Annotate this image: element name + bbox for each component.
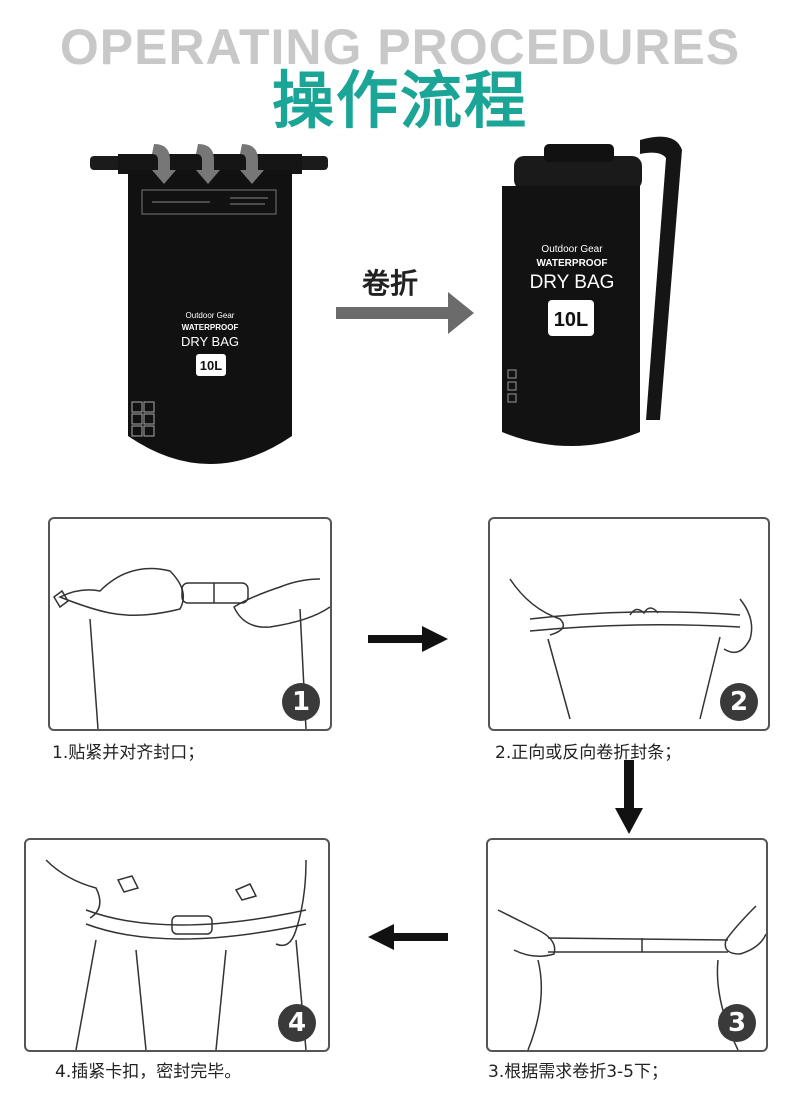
rolled-capacity: 10L	[554, 309, 588, 331]
step-1-caption: 1.贴紧并对齐封口；	[52, 743, 205, 763]
arrow-left-icon	[368, 924, 448, 950]
step-2-number-badge: 2	[720, 683, 758, 721]
flat-dry-bag: DRY BAG	[181, 334, 239, 349]
step-1-panel: 1	[48, 517, 332, 731]
step-3-number-badge: 3	[718, 1004, 756, 1042]
roll-step-label: 卷折	[362, 267, 419, 300]
step-4-illustration	[45, 859, 307, 1050]
english-title: OPERATING PROCEDURES	[59, 19, 741, 75]
step-4-caption: 4.插紧卡扣，密封完毕。	[55, 1062, 242, 1082]
step-2-panel: 2	[488, 517, 770, 731]
arrow-right-icon	[336, 292, 474, 334]
flat-waterproof: WATERPROOF	[182, 323, 239, 332]
step-2-illustration	[509, 578, 753, 720]
step-3-caption: 3.根据需求卷折3-5下；	[488, 1062, 668, 1082]
bag-unrolled-illustration: Outdoor Gear WATERPROOF DRY BAG 10L	[90, 144, 328, 464]
rolled-dry-bag: DRY BAG	[530, 272, 615, 293]
chinese-title: 操作流程	[271, 64, 528, 137]
step-3-panel: 3	[486, 838, 768, 1052]
step-1-number-badge: 1	[282, 683, 320, 721]
arrow-right-icon	[368, 626, 448, 652]
step-2-caption: 2.正向或反向卷折封条；	[495, 743, 682, 763]
step-4-number-badge: 4	[278, 1004, 316, 1042]
rolled-brand-line: Outdoor Gear	[541, 244, 603, 255]
flat-brand-line: Outdoor Gear	[186, 311, 235, 320]
rolled-waterproof: WATERPROOF	[537, 258, 608, 269]
flat-capacity: 10L	[200, 358, 222, 373]
bag-rolled-illustration: Outdoor Gear WATERPROOF DRY BAG 10L	[502, 136, 682, 446]
arrow-down-icon	[615, 760, 643, 834]
step-4-panel: 4	[24, 838, 330, 1052]
